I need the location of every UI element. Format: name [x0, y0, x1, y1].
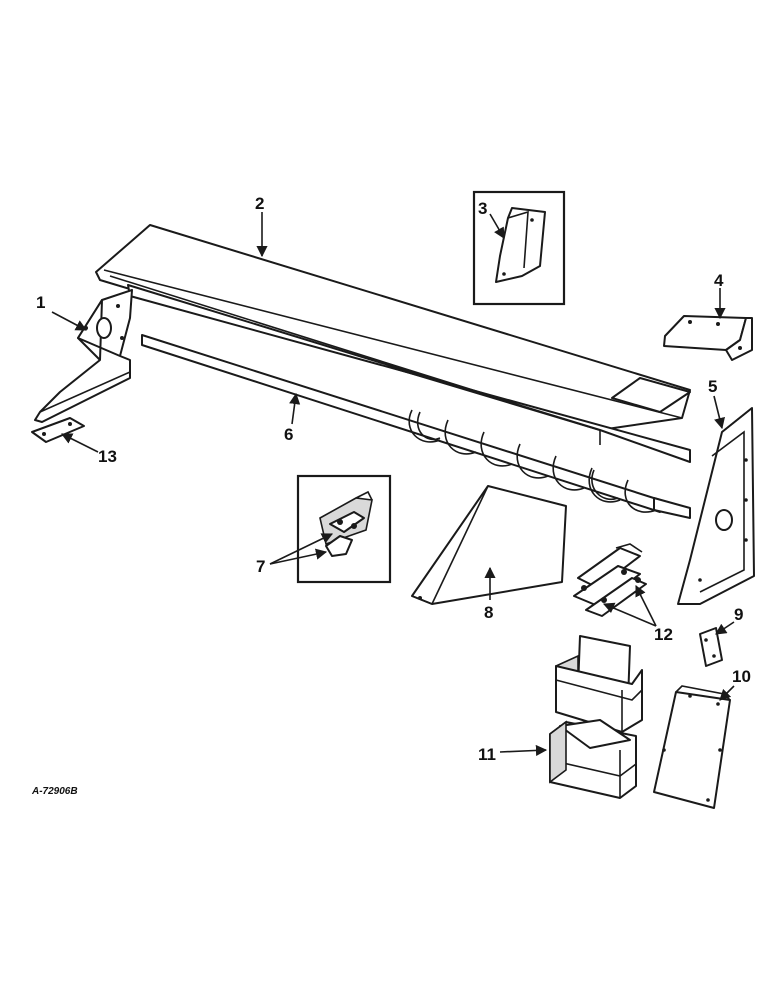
- latch-inset: [296, 474, 392, 584]
- box-assembly: [549, 635, 643, 799]
- drawing-reference-code: A-72906B: [31, 786, 78, 797]
- cover-plate: [653, 685, 731, 809]
- auger-flighting: [408, 409, 657, 513]
- callout-2: 2: [255, 194, 264, 213]
- chain-links: [573, 543, 647, 617]
- left-end-plate: [34, 289, 133, 423]
- callout-13: 13: [98, 447, 117, 466]
- callout-8: 8: [484, 603, 493, 622]
- callout-5: 5: [708, 377, 717, 396]
- callout-6: 6: [284, 425, 293, 444]
- small-square-plate: [699, 627, 723, 667]
- callout-1: 1: [36, 293, 45, 312]
- deflector-plate: [411, 485, 567, 605]
- leader-lines: [51, 212, 735, 757]
- small-plate: [31, 417, 85, 443]
- callout-labels: 1 2 3 4 5 6 7 8 9 10 11 12 13: [36, 194, 751, 764]
- angle-bracket: [663, 315, 753, 361]
- callout-9: 9: [734, 605, 743, 624]
- callout-11: 11: [478, 745, 496, 764]
- callout-4: 4: [714, 271, 724, 290]
- bracket-inset: [472, 190, 566, 306]
- callout-7: 7: [256, 557, 265, 576]
- callout-10: 10: [732, 667, 751, 686]
- right-end-plate: [677, 407, 755, 605]
- callout-12: 12: [654, 625, 673, 644]
- callout-3: 3: [478, 199, 487, 218]
- shaft: [141, 334, 691, 519]
